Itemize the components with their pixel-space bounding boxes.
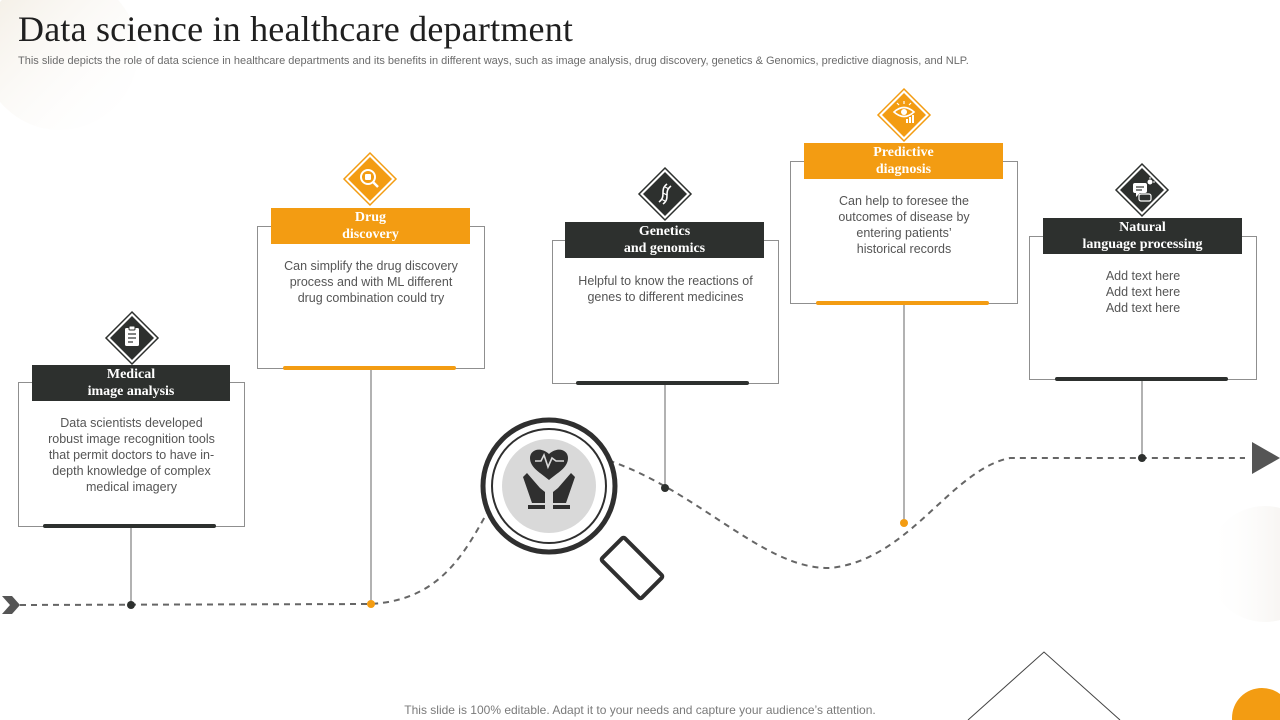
connector-dot-3 — [661, 484, 669, 492]
step-description: Helpful to know the reactions of genes t… — [578, 274, 753, 304]
step-description: Can help to foresee the outcomes of dise… — [838, 194, 970, 256]
card-accent-bar — [576, 381, 749, 385]
step-label-genetics-and-genomics: Genetics and genomics — [565, 222, 764, 258]
connector-dot-4 — [900, 519, 908, 527]
step-label-natural-language-processing: Natural language processing — [1043, 218, 1242, 254]
card-accent-bar — [43, 524, 216, 528]
step-description: Can simplify the drug discovery process … — [284, 259, 458, 305]
step-card-natural-language-processing: Add text here Add text here Add text her… — [1029, 236, 1257, 381]
footer-note: This slide is 100% editable. Adapt it to… — [404, 703, 876, 717]
connector-dot-2 — [367, 600, 375, 608]
step-card-genetics-and-genomics: Helpful to know the reactions of genes t… — [552, 240, 779, 385]
decor-circle-right — [1207, 506, 1280, 622]
step-card-medical-image-analysis: Data scientists developed robust image r… — [18, 382, 245, 528]
step-card-drug-discovery: Can simplify the drug discovery process … — [257, 226, 485, 370]
dna-syringe-icon — [637, 166, 693, 222]
clipboard-report-icon — [104, 310, 160, 366]
connector-dot-5 — [1138, 454, 1146, 462]
step-description: Add text here Add text here Add text her… — [1105, 269, 1181, 315]
step-card-predictive-diagnosis: Can help to foresee the outcomes of dise… — [790, 161, 1018, 305]
eye-chart-icon — [876, 87, 932, 143]
pill-search-icon — [342, 151, 398, 207]
card-accent-bar — [283, 366, 456, 370]
step-label-predictive-diagnosis: Predictive diagnosis — [804, 143, 1003, 179]
card-accent-bar — [1055, 377, 1228, 381]
page-title: Data science in healthcare department — [18, 9, 574, 49]
timeline-path — [19, 453, 1245, 606]
page-subtitle: This slide depicts the role of data scie… — [18, 55, 969, 67]
connector-dot-1 — [127, 601, 135, 609]
timeline-end-arrow — [1252, 442, 1280, 474]
step-description: Data scientists developed robust image r… — [48, 416, 215, 494]
step-label-medical-image-analysis: Medical image analysis — [32, 365, 230, 401]
card-accent-bar — [816, 301, 989, 305]
decor-triangle — [967, 651, 1121, 720]
step-label-drug-discovery: Drug discovery — [271, 208, 470, 244]
heart-in-hands-magnifier-icon — [480, 417, 665, 601]
decor-circle-orange — [1232, 688, 1280, 720]
decor-circle-top-left — [0, 0, 138, 130]
timeline-start-chevron — [2, 596, 20, 614]
chat-ai-icon — [1114, 162, 1170, 218]
